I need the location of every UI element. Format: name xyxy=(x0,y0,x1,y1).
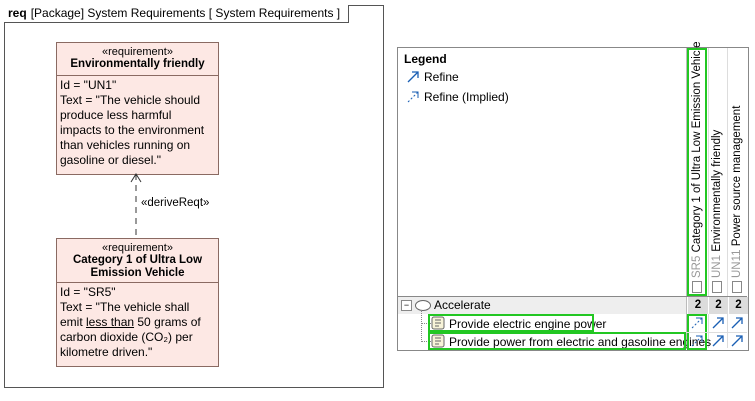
function-icon xyxy=(431,334,445,348)
requirement-stereotype: «requirement» xyxy=(102,242,173,254)
refine-arrow-icon[interactable] xyxy=(712,317,724,329)
diagram-frame-header: req[Package] System Requirements [ Syste… xyxy=(4,5,350,23)
requirement-text-line: impacts to the environment xyxy=(60,123,205,137)
column-header-un11[interactable]: UN11 Power source management xyxy=(731,106,743,278)
refine-arrow-icon[interactable] xyxy=(731,317,743,329)
column-count: 2 xyxy=(687,297,708,314)
requirement-name-line: Category 1 of Ultra Low xyxy=(72,254,203,266)
requirement-text-line: Text = "The vehicle should xyxy=(60,93,201,107)
column-prefix: UN11 xyxy=(731,249,743,278)
function-icon xyxy=(431,316,445,330)
refine-implied-arrow-icon xyxy=(407,91,419,103)
row-label-electric-gasoline-power[interactable]: Provide power from electric and gasoline… xyxy=(449,335,712,349)
frame-title: [Package] System Requirements [ System R… xyxy=(30,6,341,20)
requirement-text-line: gasoline or diesel." xyxy=(60,153,161,167)
refine-arrow-icon[interactable] xyxy=(731,335,743,347)
derive-reqt-dependency[interactable] xyxy=(120,172,160,242)
requirement-environmentally-friendly[interactable]: «requirement» Environmentally friendly I… xyxy=(56,42,219,175)
requirement-id: Id = "UN1" xyxy=(60,78,117,92)
requirement-category-1-ulev[interactable]: «requirement» Category 1 of Ultra Low Em… xyxy=(56,238,219,367)
column-header-un1[interactable]: UN1 Environmentally friendly xyxy=(711,130,723,278)
requirement-name: Environmentally friendly xyxy=(70,58,205,70)
requirement-icon xyxy=(712,281,722,293)
column-divider xyxy=(686,48,687,348)
use-case-icon xyxy=(415,300,431,311)
column-prefix: UN1 xyxy=(711,254,723,278)
row-label-accelerate[interactable]: Accelerate xyxy=(434,298,491,312)
derive-reqt-label: «deriveReqt» xyxy=(141,197,210,209)
tree-line xyxy=(421,341,431,343)
column-title: Power source management xyxy=(731,105,743,250)
highlight-row-gasoline xyxy=(428,332,686,350)
requirement-text-underlined: less than xyxy=(86,315,135,329)
requirement-icon xyxy=(692,281,702,293)
legend-refine-label: Refine xyxy=(424,70,459,84)
refine-implied-arrow-icon[interactable] xyxy=(691,317,703,329)
refine-arrow-icon xyxy=(407,71,419,83)
requirement-text-line: than vehicles running on xyxy=(60,138,191,152)
tree-line xyxy=(421,310,423,342)
legend-title: Legend xyxy=(404,52,447,66)
column-divider xyxy=(708,48,709,348)
collapse-toggle[interactable]: − xyxy=(401,300,412,311)
cell-divider xyxy=(686,332,747,333)
tree-line xyxy=(421,323,431,325)
requirement-text-line: produce less harmful xyxy=(60,108,172,122)
requirement-name-line: Emission Vehicle xyxy=(90,267,185,279)
header-separator xyxy=(398,296,747,297)
column-divider xyxy=(727,48,728,348)
frame-kind: req xyxy=(8,6,27,20)
requirement-text-line: kilometre driven." xyxy=(60,345,153,359)
highlight-sr5-column xyxy=(687,48,707,296)
highlight-row-electric xyxy=(428,314,594,332)
requirement-text-line: Text = "The vehicle shall xyxy=(60,300,190,314)
requirement-text-line: carbon dioxide (CO₂) per xyxy=(60,330,193,344)
requirement-id: Id = "SR5" xyxy=(60,285,116,299)
column-count: 2 xyxy=(728,297,748,314)
refine-implied-arrow-icon[interactable] xyxy=(691,335,703,347)
requirement-text-fragment: emit xyxy=(60,315,87,329)
row-accelerate-bg xyxy=(398,297,686,314)
requirement-stereotype: «requirement» xyxy=(102,46,173,58)
column-title: Environmentally friendly xyxy=(711,129,723,255)
column-count: 2 xyxy=(708,297,728,314)
refine-arrow-icon[interactable] xyxy=(712,335,724,347)
requirement-icon xyxy=(732,281,742,293)
legend-refine-implied-label: Refine (Implied) xyxy=(424,90,509,104)
requirement-text-fragment: 50 grams of xyxy=(134,315,201,329)
row-label-electric-engine-power[interactable]: Provide electric engine power xyxy=(449,317,607,331)
